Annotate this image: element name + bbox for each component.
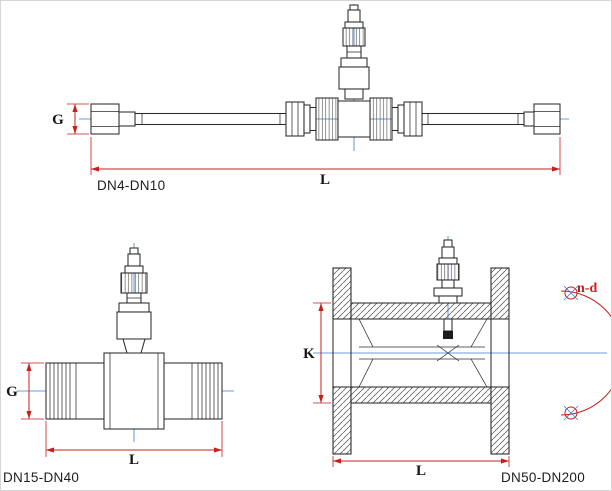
pipe-right bbox=[421, 112, 525, 126]
dimension-l-bottom-right bbox=[332, 456, 510, 467]
dimension-g-top bbox=[67, 103, 89, 135]
dim-label-k: K bbox=[303, 346, 315, 362]
range-label-dn50-dn200: DN50-DN200 bbox=[501, 470, 585, 485]
meter-body-top bbox=[315, 97, 393, 141]
dim-label-l-bottom-right: L bbox=[416, 463, 426, 479]
dimension-k bbox=[313, 302, 331, 404]
sensor-stack-bottom-left bbox=[116, 247, 152, 354]
hex-fitting-right bbox=[523, 103, 561, 135]
bolt-circle bbox=[560, 285, 611, 421]
view-dn15-dn40: G L DN15-DN40 bbox=[3, 243, 234, 485]
meter-body-bottom-left bbox=[103, 352, 165, 430]
dim-label-l-top: L bbox=[320, 172, 330, 188]
dimension-l-top bbox=[90, 137, 561, 175]
dim-label-g-bottom-left: G bbox=[6, 384, 18, 400]
sensor-stack-top bbox=[338, 4, 370, 100]
dim-label-g-top: G bbox=[52, 112, 64, 128]
tube-section bbox=[350, 302, 492, 404]
union-nut-left bbox=[285, 101, 317, 137]
view-dn50-dn200: K L n-d DN50-DN200 bbox=[303, 236, 611, 485]
union-nut-right bbox=[391, 101, 423, 137]
flange-right bbox=[490, 267, 510, 455]
view-dn4-dn10: G L DN4-DN10 bbox=[52, 4, 569, 193]
range-label-dn4-dn10: DN4-DN10 bbox=[97, 178, 165, 193]
pipe-left bbox=[134, 112, 287, 126]
range-label-dn15-dn40: DN15-DN40 bbox=[3, 470, 79, 485]
dim-label-l-bottom-left: L bbox=[129, 452, 139, 468]
bolt-note-label: n-d bbox=[577, 281, 597, 296]
dimension-g-bottom-left bbox=[21, 362, 44, 420]
dimension-l-bottom-left bbox=[45, 421, 223, 457]
hex-fitting-left bbox=[90, 103, 136, 135]
threaded-end-right bbox=[163, 362, 223, 420]
threaded-end-left bbox=[45, 362, 105, 420]
sensor-stack-bottom-right bbox=[433, 239, 463, 304]
flange-left bbox=[332, 267, 352, 455]
